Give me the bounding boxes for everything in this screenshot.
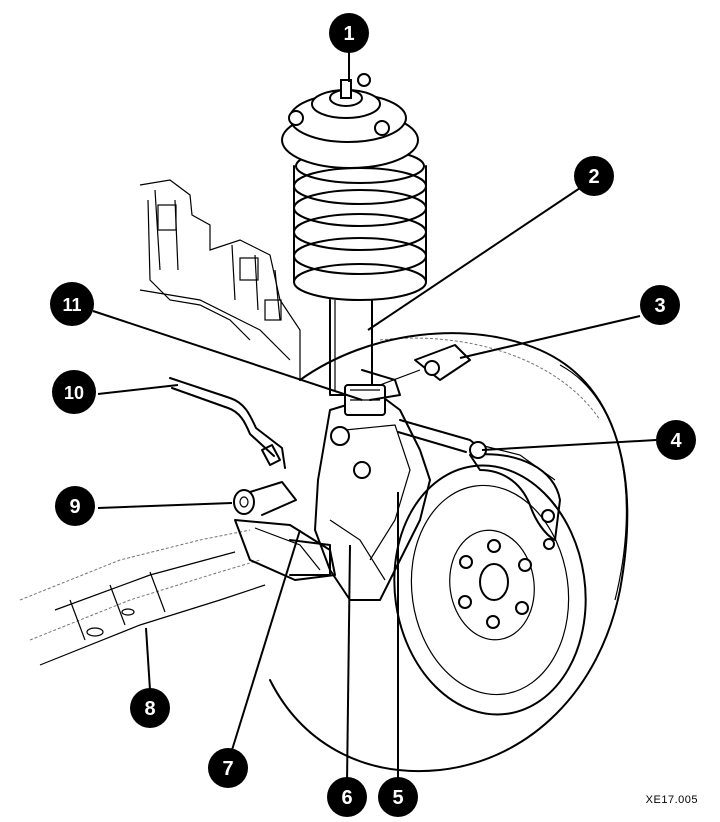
hub-carrier — [314, 394, 431, 601]
callout-11: 11 — [50, 282, 94, 326]
callout-3-label: 3 — [654, 295, 665, 317]
anti-roll-bar-bush — [233, 481, 297, 516]
inner-wing-panel — [139, 179, 301, 380]
callout-5-label: 5 — [392, 787, 403, 809]
callout-10-label: 10 — [64, 383, 84, 403]
brake-disc — [393, 464, 587, 716]
callout-4: 4 — [656, 420, 696, 460]
leader-lines — [92, 52, 657, 784]
callout-3: 3 — [640, 285, 680, 325]
callout-2: 2 — [574, 156, 614, 196]
callout-7: 7 — [208, 748, 248, 788]
callout-1-label: 1 — [343, 23, 354, 45]
strut-body — [329, 299, 401, 416]
track-rod — [397, 419, 487, 459]
callout-11-label: 11 — [62, 295, 81, 315]
callout-8-label: 8 — [144, 698, 155, 720]
coil-spring — [293, 148, 427, 301]
strut-mounting-bolt — [379, 344, 471, 386]
top-mount — [281, 73, 419, 169]
anti-roll-bar — [169, 377, 286, 469]
callout-6-label: 6 — [341, 787, 352, 809]
track-control-arm — [234, 519, 336, 581]
callout-1: 1 — [329, 13, 369, 53]
callout-2-label: 2 — [588, 166, 599, 188]
callout-9-label: 9 — [69, 496, 80, 518]
callout-8: 8 — [130, 688, 170, 728]
callout-4-label: 4 — [670, 430, 682, 452]
callout-10: 10 — [52, 370, 96, 414]
callout-9: 9 — [55, 486, 95, 526]
callout-7-label: 7 — [222, 758, 233, 780]
wheel — [269, 332, 629, 772]
callout-5: 5 — [378, 777, 418, 817]
subframe — [19, 529, 266, 666]
callout-6: 6 — [327, 777, 367, 817]
brake-caliper — [469, 444, 561, 550]
figure-reference: XE17.005 — [645, 794, 698, 806]
